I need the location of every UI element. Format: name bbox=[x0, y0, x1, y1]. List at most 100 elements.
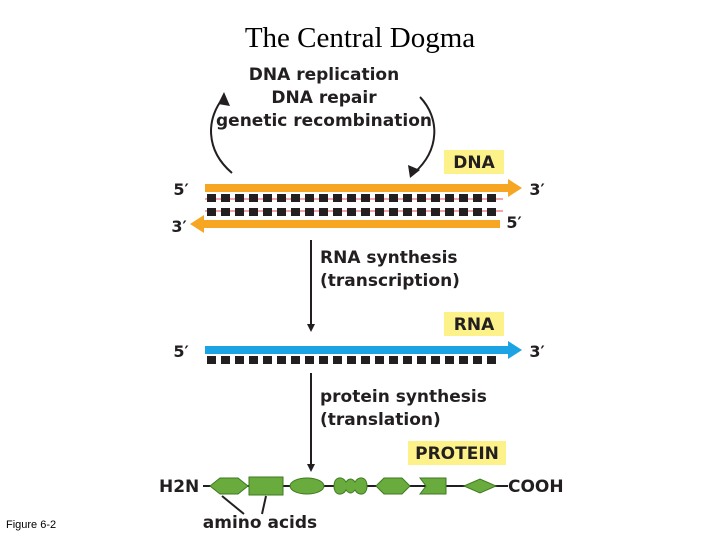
dna-base-pair-11 bbox=[347, 208, 356, 216]
rna-strand-arrowhead bbox=[508, 341, 522, 359]
rna-base-8 bbox=[305, 356, 314, 364]
rna-strand-group bbox=[205, 341, 522, 364]
dna-base-pair-19 bbox=[459, 194, 468, 202]
dna-base-pair-1 bbox=[207, 208, 216, 216]
dna-base-pair-13 bbox=[375, 194, 384, 202]
rna-strand bbox=[205, 346, 510, 354]
dna-base-pair-18 bbox=[445, 208, 454, 216]
dna-base-pair-9 bbox=[319, 208, 328, 216]
protein-label-box bbox=[408, 441, 506, 465]
dna-base-pair-13 bbox=[375, 208, 384, 216]
dna-base-pair-4 bbox=[249, 208, 258, 216]
dna-bases bbox=[207, 194, 496, 216]
rna-base-13 bbox=[375, 356, 384, 364]
dna-base-pair-12 bbox=[361, 194, 370, 202]
amino-acid-2 bbox=[248, 476, 284, 496]
dna-base-pair-17 bbox=[431, 194, 440, 202]
dna-base-pair-3 bbox=[235, 208, 244, 216]
amino-acid-6 bbox=[419, 477, 447, 495]
dna-base-pair-8 bbox=[305, 208, 314, 216]
dna-base-pair-20 bbox=[473, 194, 482, 202]
rna-three-prime: 3′ bbox=[529, 342, 544, 361]
dna-base-pair-12 bbox=[361, 208, 370, 216]
amino-acid-pointer-right bbox=[261, 495, 267, 515]
dna-base-pair-14 bbox=[389, 208, 398, 216]
dna-base-pair-15 bbox=[403, 194, 412, 202]
dna-replication-label: DNA replication bbox=[249, 65, 399, 85]
dna-base-pair-21 bbox=[487, 194, 496, 202]
dna-bottom-three-prime: 3′ bbox=[171, 217, 186, 236]
figure-label: Figure 6-2 bbox=[6, 519, 57, 531]
dna-bottom-five-prime: 5′ bbox=[506, 213, 521, 232]
dna-base-pair-16 bbox=[417, 194, 426, 202]
dna-base-pair-19 bbox=[459, 208, 468, 216]
rna-base-16 bbox=[417, 356, 426, 364]
dna-base-pair-16 bbox=[417, 208, 426, 216]
dna-base-pair-10 bbox=[333, 194, 342, 202]
rna-base-10 bbox=[333, 356, 342, 364]
rna-base-2 bbox=[221, 356, 230, 364]
dna-top-five-prime: 5′ bbox=[173, 180, 188, 199]
translation-label: (translation) bbox=[320, 410, 441, 430]
dna-top-three-prime: 3′ bbox=[529, 180, 544, 199]
dna-base-pair-6 bbox=[277, 208, 286, 216]
dna-top-strand-arrowhead bbox=[508, 179, 522, 197]
rna-base-17 bbox=[431, 356, 440, 364]
dna-base-pair-2 bbox=[221, 208, 230, 216]
dna-base-pair-14 bbox=[389, 194, 398, 202]
rna-bases bbox=[207, 356, 496, 364]
rna-base-19 bbox=[459, 356, 468, 364]
amino-acid-4 bbox=[333, 477, 368, 495]
rna-base-14 bbox=[389, 356, 398, 364]
dna-base-pair-11 bbox=[347, 194, 356, 202]
replication-arrowhead-left bbox=[218, 92, 230, 106]
rna-synthesis-label: RNA synthesis bbox=[320, 248, 458, 268]
rna-base-1 bbox=[207, 356, 216, 364]
rna-base-3 bbox=[235, 356, 244, 364]
rna-base-20 bbox=[473, 356, 482, 364]
dna-base-pair-10 bbox=[333, 208, 342, 216]
dna-label-box bbox=[444, 150, 504, 174]
genetic-recombination-label: genetic recombination bbox=[216, 111, 432, 131]
rna-base-7 bbox=[291, 356, 300, 364]
rna-five-prime: 5′ bbox=[173, 342, 188, 361]
dna-base-pair-15 bbox=[403, 208, 412, 216]
dna-base-pair-4 bbox=[249, 194, 258, 202]
c-terminus-label: COOH bbox=[508, 477, 564, 497]
dna-bottom-strand bbox=[202, 220, 500, 228]
n-terminus-label: H2N bbox=[159, 477, 199, 497]
rna-base-21 bbox=[487, 356, 496, 364]
dna-base-pair-2 bbox=[221, 194, 230, 202]
dna-base-pair-7 bbox=[291, 208, 300, 216]
dna-base-pair-21 bbox=[487, 208, 496, 216]
dna-bottom-strand-arrowhead bbox=[190, 215, 204, 233]
amino-acids-label: amino acids bbox=[203, 513, 317, 533]
rna-label-box bbox=[444, 312, 504, 336]
dna-base-pair-5 bbox=[263, 194, 272, 202]
protein-label: PROTEIN bbox=[415, 444, 499, 464]
dna-repair-label: DNA repair bbox=[271, 88, 377, 108]
amino-acid-chain bbox=[209, 476, 498, 496]
dna-top-strand bbox=[205, 184, 510, 192]
replication-arrowhead-right bbox=[408, 165, 420, 178]
rna-base-9 bbox=[319, 356, 328, 364]
page-title: The Central Dogma bbox=[244, 22, 476, 54]
dna-base-pair-7 bbox=[291, 194, 300, 202]
protein-synthesis-label: protein synthesis bbox=[320, 387, 487, 407]
rna-base-15 bbox=[403, 356, 412, 364]
dna-base-pair-17 bbox=[431, 208, 440, 216]
amino-acid-1 bbox=[209, 477, 249, 495]
dna-base-pair-18 bbox=[445, 194, 454, 202]
dna-label: DNA bbox=[453, 153, 495, 173]
dna-double-helix bbox=[190, 179, 522, 233]
dna-base-pair-9 bbox=[319, 194, 328, 202]
rna-label: RNA bbox=[454, 315, 495, 335]
transcription-label: (transcription) bbox=[320, 271, 460, 291]
dna-base-pair-6 bbox=[277, 194, 286, 202]
rna-base-12 bbox=[361, 356, 370, 364]
replication-arrow-right bbox=[413, 96, 436, 174]
rna-base-11 bbox=[347, 356, 356, 364]
rna-base-6 bbox=[277, 356, 286, 364]
amino-acid-pointer-left bbox=[221, 495, 245, 515]
